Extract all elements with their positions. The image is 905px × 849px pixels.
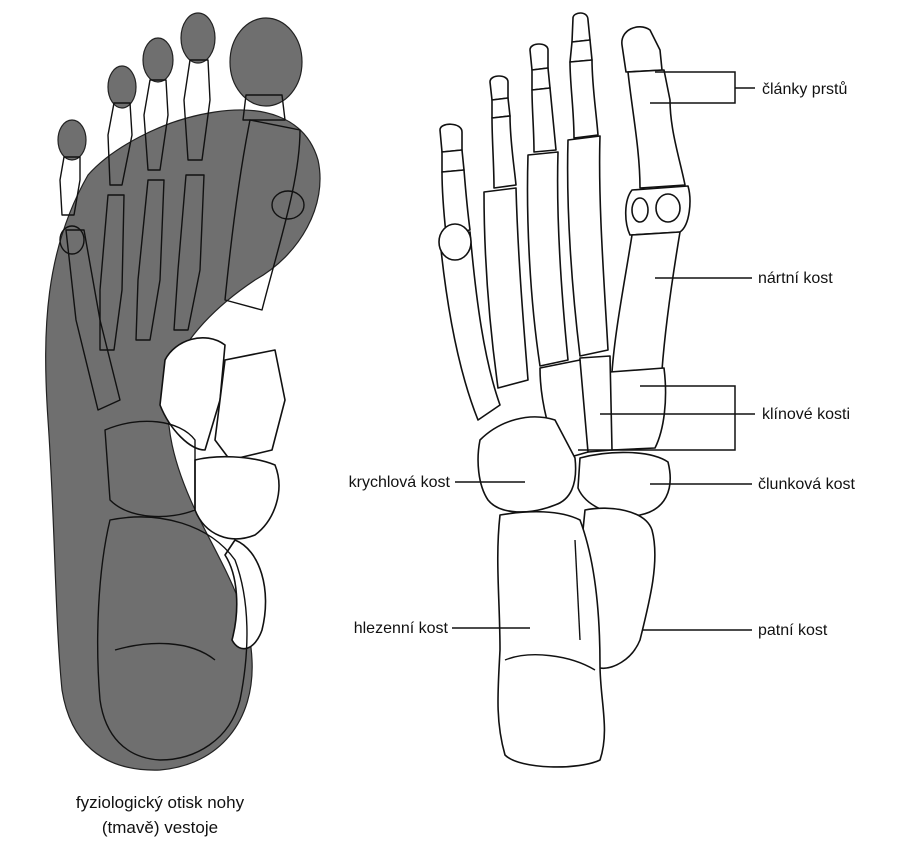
- toe-pad-2: [180, 12, 216, 64]
- left-foot-footprint: [45, 12, 321, 771]
- label-navicular: člunková kost: [758, 476, 855, 493]
- caption-line-2: (tmavě) vestoje: [102, 818, 218, 837]
- label-cuboid: krychlová kost: [349, 474, 451, 491]
- navicular: [577, 451, 671, 517]
- calcaneus: [496, 510, 606, 768]
- hallux-distal-phalanx: [621, 26, 663, 73]
- leader-lines: [452, 71, 755, 631]
- label-talus: hlezenní kost: [354, 620, 449, 637]
- label-cuneiform: klínové kosti: [762, 406, 850, 423]
- labels: články prstů nártní kost klínové kosti k…: [349, 80, 856, 639]
- caption-line-1: fyziologický otisk nohy: [76, 793, 245, 812]
- left-foot-skeleton: [59, 59, 305, 761]
- right-foot-skeleton: [438, 12, 691, 768]
- toe-pad-5: [57, 119, 87, 161]
- label-phalanges: články prstů: [762, 80, 847, 98]
- hallux-proximal-phalanx: [627, 69, 686, 189]
- caption: fyziologický otisk nohy (tmavě) vestoje: [76, 793, 245, 837]
- label-metatarsal: nártní kost: [758, 270, 833, 287]
- toe-pad-1: [229, 17, 303, 107]
- cuboid: [477, 416, 577, 513]
- footprint-shade: [45, 109, 321, 771]
- label-calcaneus: patní kost: [758, 622, 828, 639]
- medial-cuneiform: [604, 367, 667, 451]
- first-metatarsal: [611, 231, 681, 373]
- toe-pad-4: [107, 65, 137, 109]
- toe-pad-3: [142, 37, 174, 83]
